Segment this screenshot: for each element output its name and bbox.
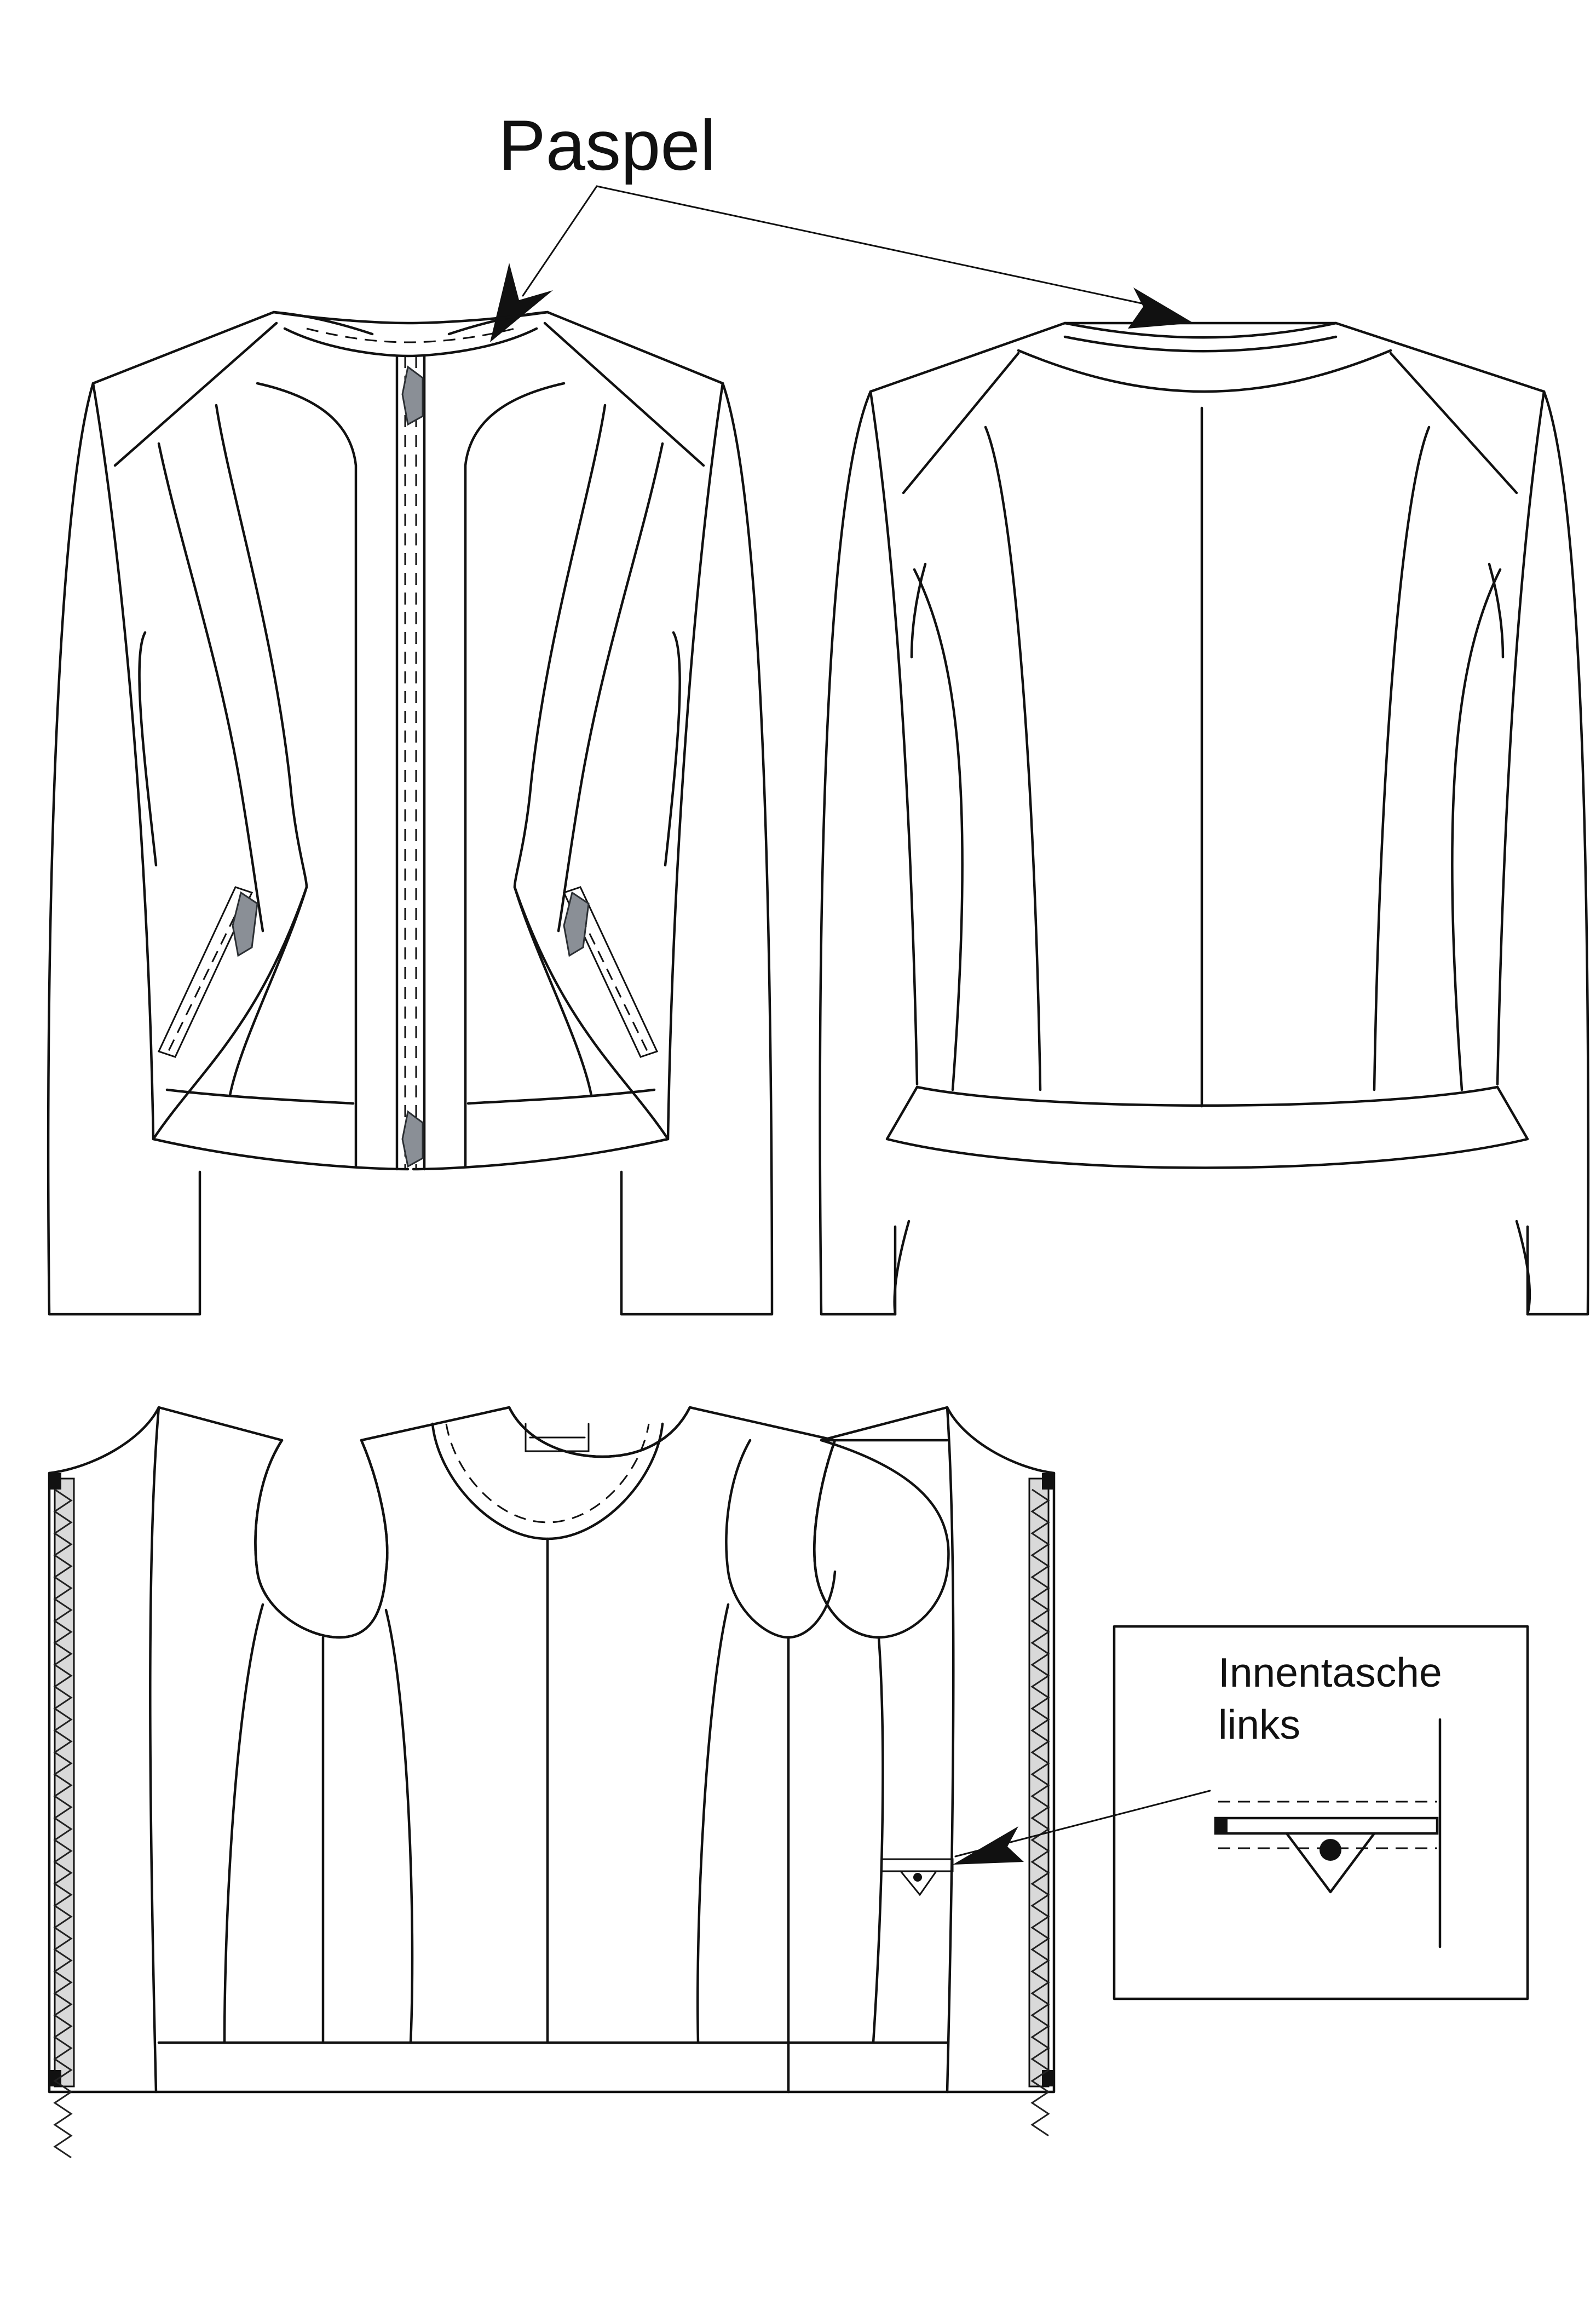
arrow-head-icon xyxy=(490,263,553,342)
zipper-puller-icon xyxy=(401,1110,424,1168)
inner-pocket-small xyxy=(880,1858,954,1896)
paspel-arrows xyxy=(490,185,1194,342)
inner-pocket-detail: Innentasche links xyxy=(1113,1625,1529,2000)
arrow-head-icon xyxy=(953,1826,1024,1865)
innentasche-label-line2: links xyxy=(1218,1701,1300,1747)
zipper-puller-icon xyxy=(401,365,424,426)
jacket-front-view xyxy=(47,311,774,1316)
arrow-head-icon xyxy=(1128,288,1194,329)
zipper-puller-icon xyxy=(232,891,258,957)
jacket-back-view xyxy=(819,321,1590,1316)
jacket-lining-view xyxy=(48,1406,1211,2159)
paspel-label: Paspel xyxy=(498,105,716,185)
innentasche-label-line1: Innentasche xyxy=(1218,1649,1442,1695)
zipper-puller-icon xyxy=(563,891,590,957)
